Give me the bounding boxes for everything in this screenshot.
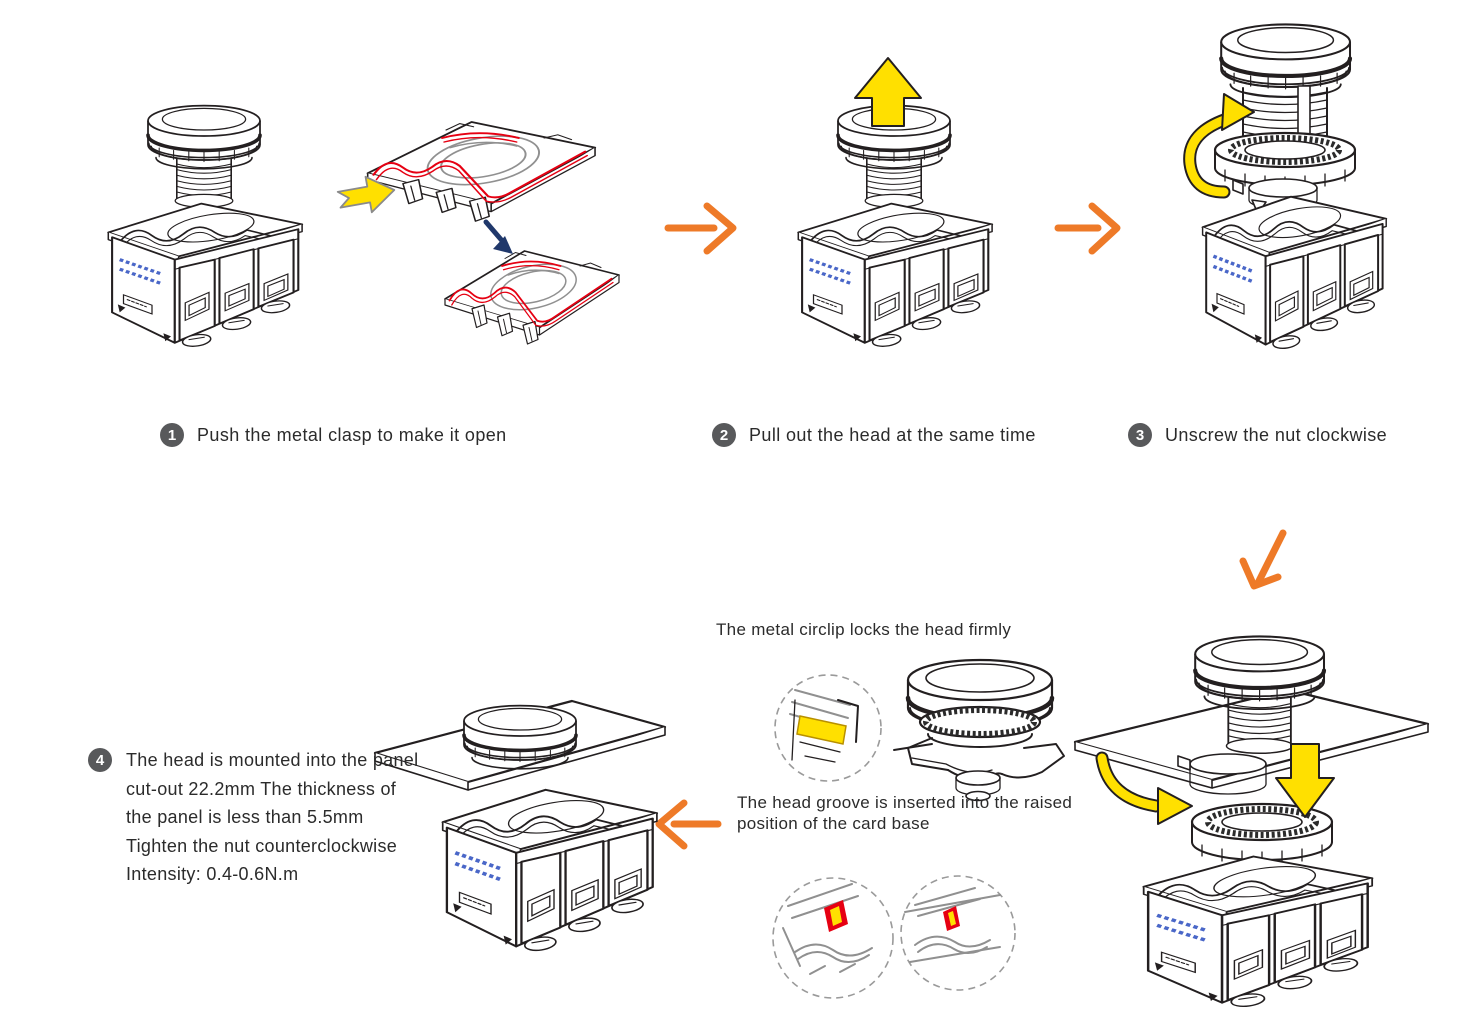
step-2-badge: 2 — [712, 423, 736, 447]
circlip-detail-circle — [774, 674, 882, 782]
mounted-switch-illustration — [373, 699, 667, 952]
step-3-caption: 3 Unscrew the nut clockwise — [1128, 423, 1387, 447]
note-groove: The head groove is inserted into the rai… — [737, 793, 1073, 833]
switch-assembled-illustration — [106, 103, 305, 350]
step-4-caption: 4 The head is mounted into the panel cut… — [88, 746, 428, 889]
step-2-text: Pull out the head at the same time — [749, 424, 1036, 445]
arrow-step1-to-step2 — [664, 202, 737, 255]
step-1-text: Push the metal clasp to make it open — [197, 424, 507, 445]
pull-up-yellow-arrow — [854, 57, 922, 127]
rotate-yellow-arrow — [1183, 93, 1255, 199]
step-3-badge: 3 — [1128, 423, 1152, 447]
flip-navy-arrow — [483, 219, 513, 254]
arrow-step2-to-step3 — [1054, 202, 1121, 255]
groove-detail-circle-right — [900, 875, 1016, 991]
arrow-step3-down — [1239, 529, 1287, 590]
panel-mount-illustration — [1073, 636, 1430, 1008]
unscrew-nut-illustration — [1183, 24, 1388, 352]
nut-insert-yellow-arrow — [1095, 751, 1193, 825]
step-4-text: The head is mounted into the panel cut-o… — [126, 750, 419, 884]
note-circlip: The metal circlip locks the head firmly — [716, 620, 1012, 639]
groove-detail-circle-left — [772, 877, 894, 999]
arrow-to-step4 — [655, 799, 722, 850]
step-4-badge: 4 — [88, 748, 112, 772]
metal-clasp-illustration — [336, 120, 620, 345]
step-1-caption: 1 Push the metal clasp to make it open — [160, 423, 507, 447]
push-clasp-yellow-arrow — [336, 175, 396, 214]
press-down-yellow-arrow — [1275, 743, 1335, 818]
head-with-circlip-illustration — [893, 658, 1065, 802]
step-3-text: Unscrew the nut clockwise — [1165, 424, 1388, 445]
step-1-badge: 1 — [160, 423, 184, 447]
pull-head-illustration — [796, 57, 995, 350]
step-2-caption: 2 Pull out the head at the same time — [712, 423, 1036, 447]
